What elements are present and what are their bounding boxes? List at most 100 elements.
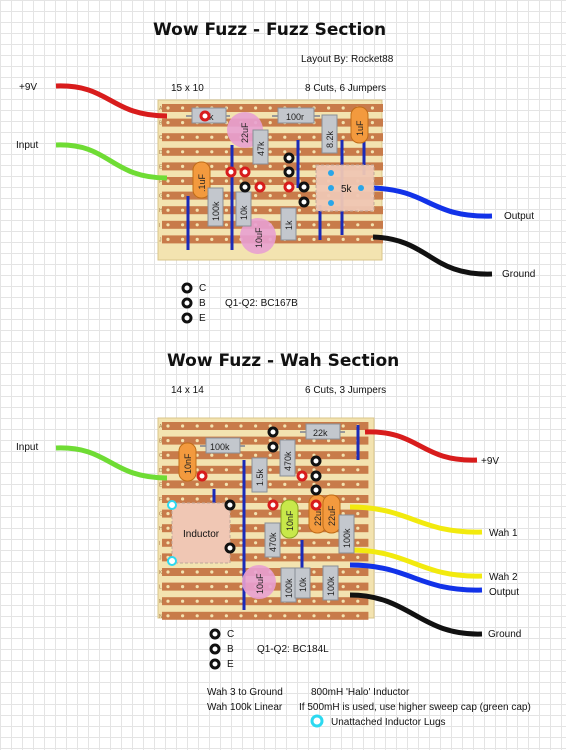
wah-input-label: Input	[16, 442, 39, 453]
strip-hole	[166, 150, 170, 154]
fuzz-pin-b-label: B	[199, 298, 206, 309]
strip-hole	[283, 497, 287, 501]
row-letter: D	[159, 468, 163, 474]
strip-hole	[239, 599, 243, 603]
strip-hole	[181, 570, 185, 574]
row-letter: B	[159, 121, 163, 127]
strip-hole	[239, 541, 243, 545]
strip-hole	[341, 614, 345, 618]
strip-hole	[341, 424, 345, 428]
fuzz-title: Wow Fuzz - Fuzz Section	[153, 20, 387, 40]
strip-hole	[327, 106, 331, 110]
strip-hole	[166, 424, 170, 428]
fuzz-transistor-note: Q1-Q2: BC167B	[225, 298, 298, 309]
strip-hole	[239, 585, 243, 589]
strip-hole	[166, 570, 170, 574]
copper-strip	[162, 220, 383, 229]
fuzz-cap-22uf-label: 22uF	[240, 122, 250, 143]
strip-hole	[297, 439, 301, 443]
fuzz-resistor-100k	[207, 187, 224, 227]
strip-hole	[297, 555, 301, 560]
strip-hole	[356, 150, 360, 154]
wah-inductor-lug	[167, 500, 177, 510]
row-letter: A	[159, 106, 163, 112]
strip-hole	[268, 468, 272, 472]
strip-hole	[254, 599, 258, 603]
wah-cap-22uf-b-label: 22uF	[327, 505, 337, 526]
strip-hole	[341, 585, 345, 589]
wah-note-wah3: Wah 3 to Ground	[207, 687, 283, 698]
strip-hole	[254, 424, 258, 428]
wah-cap-10uf	[242, 565, 276, 599]
wah-cap-10nf-green	[280, 499, 299, 539]
strip-hole	[239, 555, 243, 560]
strip-hole	[195, 585, 199, 589]
strip-hole	[239, 526, 243, 530]
wah-resistor-100k-b2-label: 100k	[326, 576, 336, 596]
wah-output-wire	[349, 562, 483, 593]
fuzz-output-label: Output	[504, 211, 535, 222]
strip-hole	[341, 106, 345, 110]
wah-resistor-470k-top-label: 470k	[283, 451, 293, 471]
wah-transistor-pads	[196, 426, 322, 554]
row-letter: H	[159, 208, 163, 214]
strip-hole	[254, 555, 258, 560]
strip-hole	[224, 482, 228, 486]
strip-hole	[166, 526, 170, 530]
strip-hole	[268, 208, 272, 212]
strip-hole	[195, 614, 199, 618]
strip-hole	[166, 237, 170, 241]
strip-hole	[210, 468, 214, 472]
strip-hole	[166, 135, 170, 139]
strip-hole	[356, 555, 360, 560]
strip-hole	[166, 453, 170, 457]
fuzz-board-size: 15 x 10	[171, 83, 204, 94]
fuzz-resistor-100k-label: 100k	[211, 201, 221, 221]
strip-hole	[327, 439, 331, 443]
copper-strip	[162, 104, 383, 112]
strip-hole	[312, 208, 316, 212]
copper-strip	[162, 509, 369, 518]
strip-hole	[283, 164, 287, 168]
row-letter: J	[159, 555, 162, 561]
strip-hole	[268, 121, 272, 125]
strip-hole	[341, 468, 345, 472]
strip-hole	[195, 570, 199, 574]
row-letter: E	[159, 164, 163, 170]
strip-hole	[268, 424, 272, 428]
strip-hole	[181, 439, 185, 443]
strip-hole	[239, 453, 243, 457]
wah-9v-wire	[364, 429, 478, 463]
wah-note-inductor-lugs: Unattached Inductor Lugs	[331, 717, 446, 728]
strip-hole	[195, 135, 199, 139]
strip-hole	[356, 541, 360, 545]
fuzz-pot-lug	[358, 185, 364, 191]
strip-hole	[370, 135, 374, 139]
wah-cap-10nf-green-label: 10nF	[285, 510, 295, 531]
strip-hole	[297, 468, 301, 472]
strip-hole	[341, 599, 345, 603]
strip-hole	[239, 150, 243, 154]
strip-hole	[224, 194, 228, 198]
strip-hole	[254, 106, 258, 110]
strip-hole	[341, 570, 345, 574]
strip-hole	[224, 135, 228, 139]
strip-hole	[210, 453, 214, 457]
wah-title: Wow Fuzz - Wah Section	[167, 351, 400, 371]
strip-hole	[239, 179, 243, 183]
strip-hole	[239, 614, 243, 618]
strip-hole	[327, 237, 331, 241]
row-letter: I	[159, 541, 160, 547]
strip-hole	[224, 585, 228, 589]
strip-hole	[297, 208, 301, 212]
strip-hole	[210, 482, 214, 486]
copper-strip	[162, 451, 369, 460]
fuzz-pin-c-label: C	[199, 283, 207, 294]
copper-strip	[162, 495, 369, 503]
fuzz-transistor-pads	[199, 110, 310, 208]
fuzz-input-wire	[55, 142, 168, 181]
row-letter: G	[159, 512, 163, 518]
wah-inductor	[171, 502, 231, 564]
strip-hole	[341, 482, 345, 486]
strip-hole	[297, 541, 301, 545]
